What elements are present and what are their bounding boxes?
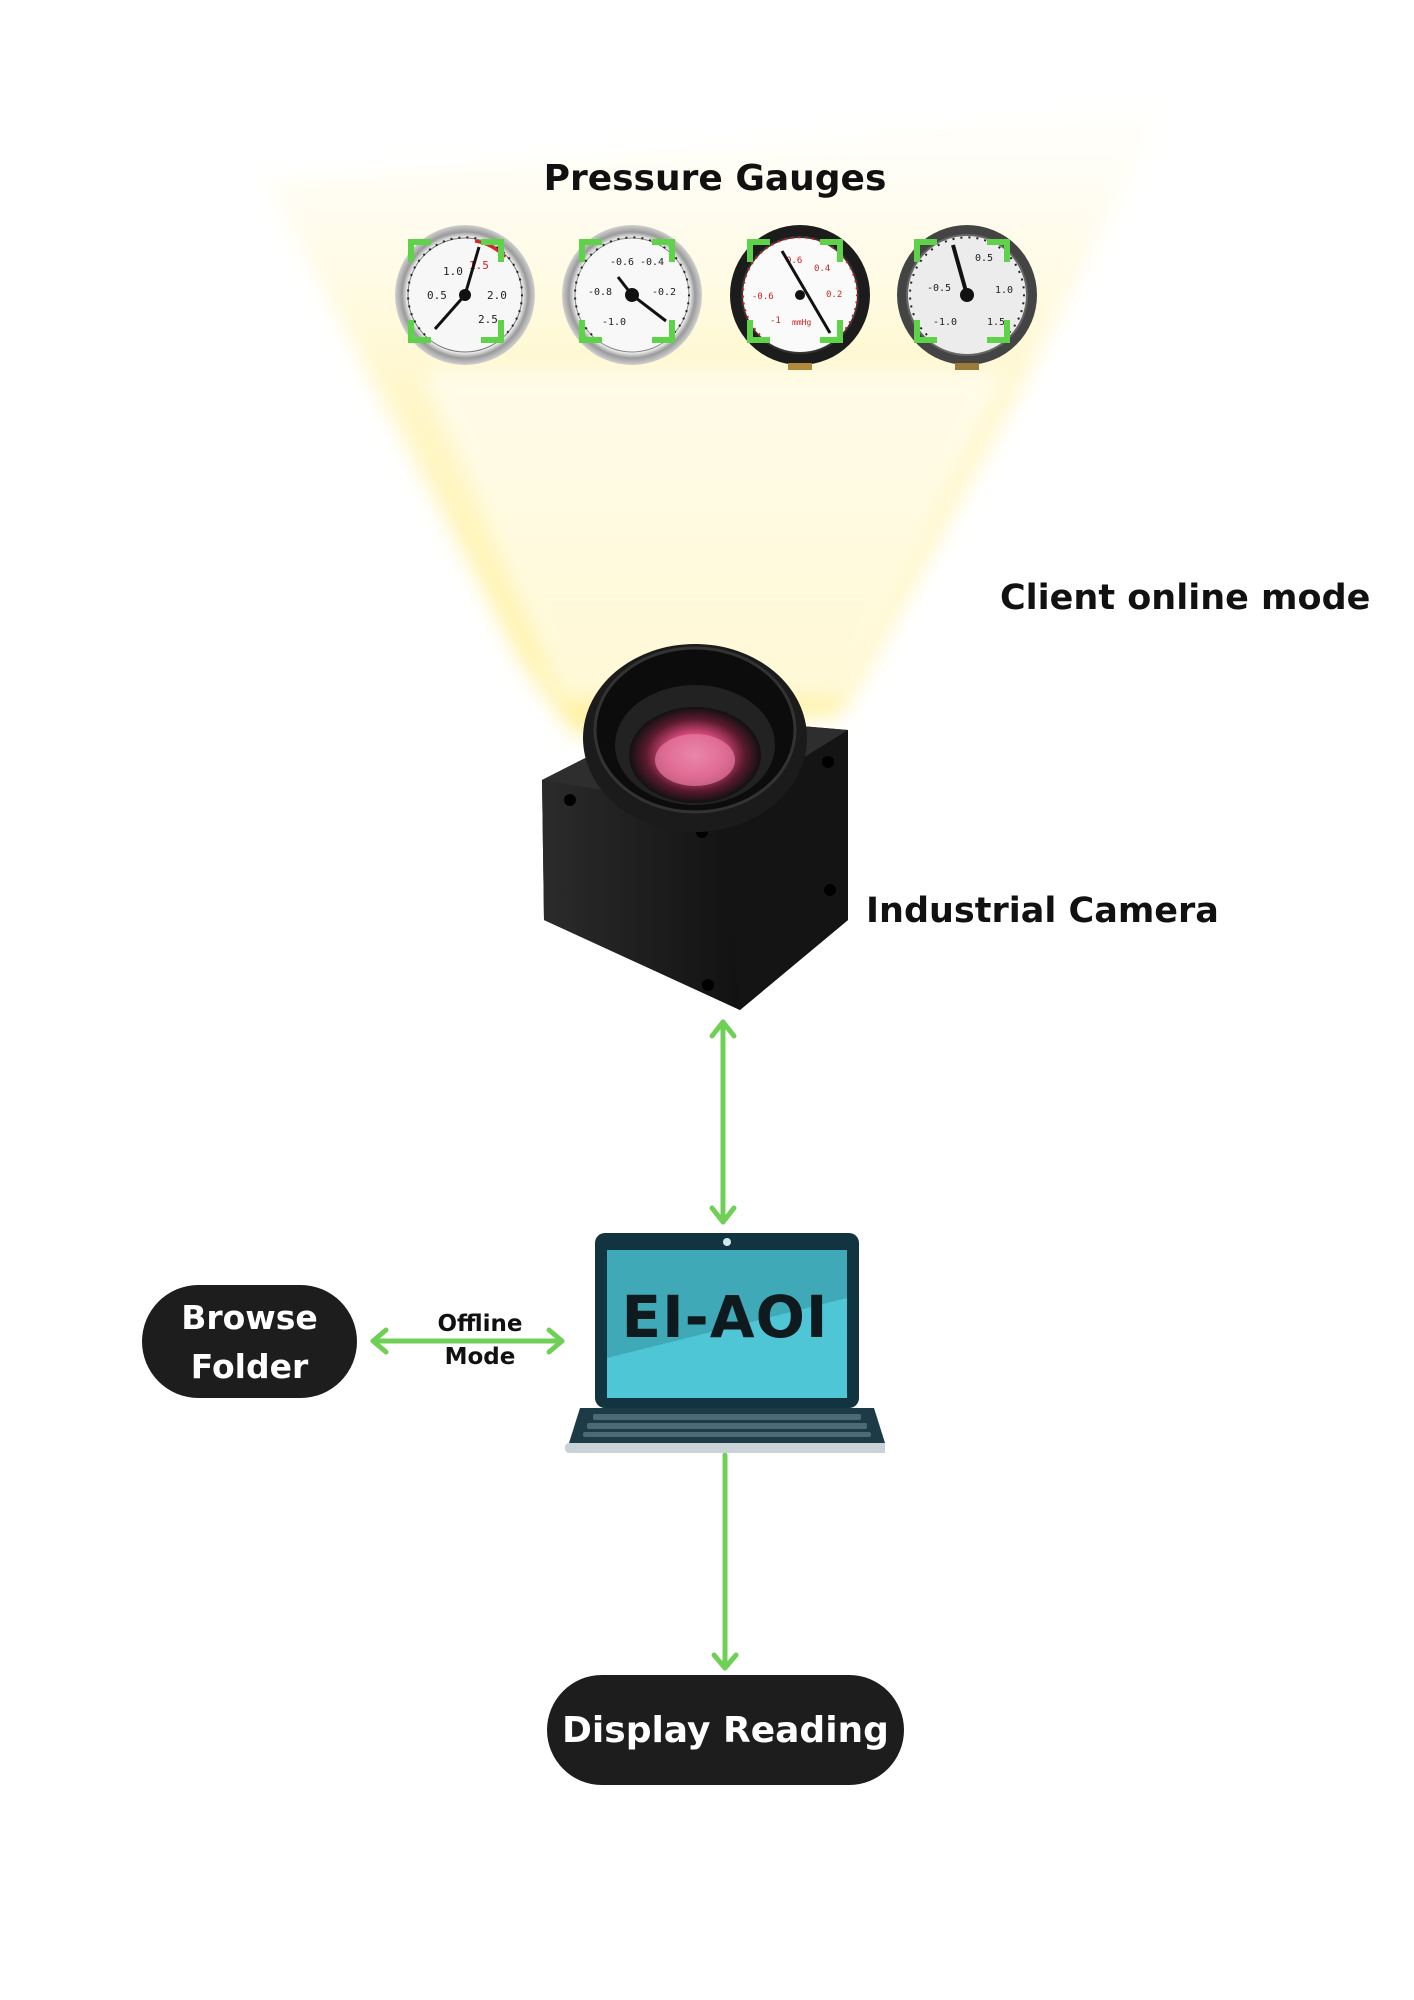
svg-text:-1.0: -1.0	[933, 317, 957, 328]
svg-text:0.4: 0.4	[814, 264, 830, 274]
detection-boxes	[408, 239, 1010, 343]
pressure-gauges-title: Pressure Gauges	[543, 158, 887, 199]
gauges-row: 1.0 0.5 2.0 2.5 1.5 -0.6 -0.4 -0.8 -0.2 …	[395, 225, 1037, 370]
display-reading-node: Display Reading	[547, 1675, 904, 1785]
svg-text:-0.6: -0.6	[752, 292, 774, 302]
client-online-mode-label: Client online mode	[1000, 578, 1371, 618]
laptop-icon	[565, 1233, 885, 1453]
offline-mode-label: Offline Mode	[420, 1308, 540, 1374]
svg-text:-0.5: -0.5	[927, 283, 951, 294]
svg-text:1.0: 1.0	[995, 285, 1013, 296]
svg-text:-1.0: -1.0	[602, 317, 626, 328]
industrial-camera-label: Industrial Camera	[866, 891, 1219, 931]
svg-text:mmHg: mmHg	[792, 318, 811, 327]
offline-mode-line1: Offline	[437, 1311, 523, 1337]
svg-text:2.5: 2.5	[478, 313, 498, 326]
laptop-screen-label: EI-AOI	[621, 1283, 829, 1351]
browse-folder-line2: Folder	[190, 1346, 309, 1386]
industrial-camera-icon	[542, 644, 848, 1010]
svg-text:-0.2: -0.2	[652, 287, 676, 298]
svg-text:2.0: 2.0	[487, 289, 507, 302]
svg-text:-0.8: -0.8	[588, 287, 612, 298]
svg-text:1.5: 1.5	[987, 317, 1005, 328]
browse-folder-line1: Browse	[181, 1297, 318, 1337]
gauge-2: -0.6 -0.4 -0.8 -0.2 -1.0	[562, 225, 702, 365]
svg-text:-0.6: -0.6	[610, 257, 634, 268]
gauge-4: 0.5 -0.5 1.0 -1.0 1.5	[897, 225, 1037, 370]
svg-text:-1: -1	[770, 316, 781, 326]
svg-text:-0.4: -0.4	[640, 257, 664, 268]
offline-mode-line2: Mode	[444, 1344, 516, 1370]
svg-text:1.0: 1.0	[443, 265, 463, 278]
gauge-3: 0.6 0.4 0.2 -0.6 -1 mmHg	[730, 225, 870, 370]
svg-text:0.6: 0.6	[786, 256, 802, 266]
svg-text:0.5: 0.5	[427, 289, 447, 302]
svg-text:0.5: 0.5	[975, 253, 993, 264]
svg-text:0.2: 0.2	[826, 290, 842, 300]
browse-folder-node: Browse Folder	[142, 1285, 357, 1398]
